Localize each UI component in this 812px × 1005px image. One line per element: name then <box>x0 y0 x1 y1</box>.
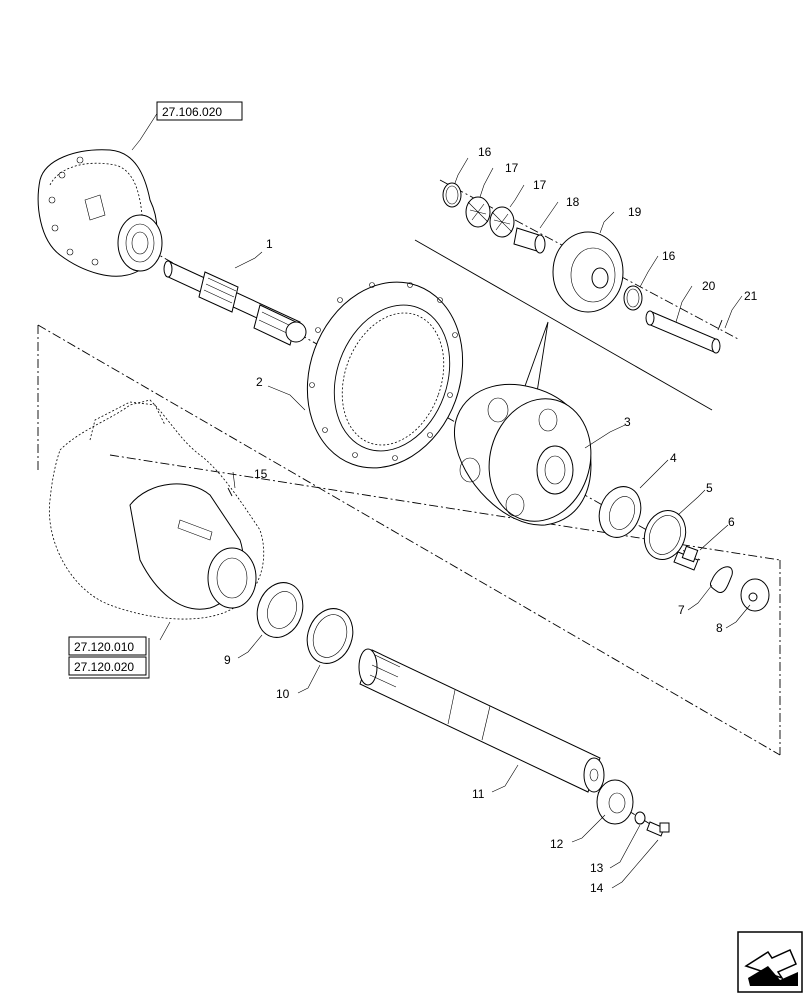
bearing-9 <box>256 582 304 638</box>
bolt-14 <box>646 821 670 837</box>
snap-ring-5 <box>643 510 687 560</box>
callout-6: 6 <box>728 515 735 529</box>
reference-bracket <box>69 638 150 679</box>
callout-7: 7 <box>678 603 685 617</box>
bolt-6 <box>673 545 699 571</box>
callout-9: 9 <box>224 653 231 667</box>
reference-27-106-020[interactable]: 27.106.020 <box>156 101 243 121</box>
planet-group-line <box>414 239 713 411</box>
callout-15: 15 <box>254 467 268 481</box>
output-shaft-11 <box>358 648 605 793</box>
callout-1: 1 <box>266 237 273 251</box>
callout-14: 14 <box>590 881 604 895</box>
needle-bearing-17a <box>465 196 491 228</box>
spacer-18 <box>513 227 546 254</box>
callout-10: 10 <box>276 687 290 701</box>
pin-21 <box>717 319 723 331</box>
callout-20: 20 <box>702 279 716 293</box>
pin-20 <box>645 310 721 354</box>
callout-11: 11 <box>472 787 485 801</box>
end-cap-12 <box>596 779 634 825</box>
ring-10 <box>306 608 354 664</box>
reference-label: 27.120.020 <box>74 660 134 674</box>
callout-16b: 16 <box>662 249 676 263</box>
reference-27-120-010[interactable]: 27.120.010 <box>68 636 147 656</box>
reference-label: 27.120.010 <box>74 640 134 654</box>
callout-17b: 17 <box>533 178 547 192</box>
callout-12: 12 <box>550 837 564 851</box>
washer-13 <box>634 811 646 825</box>
callouts: 1 2 3 4 5 6 7 8 9 10 11 12 13 14 15 16 1… <box>224 145 758 895</box>
callout-3: 3 <box>624 415 631 429</box>
reference-label: 27.106.020 <box>162 105 222 119</box>
callout-17a: 17 <box>505 161 519 175</box>
needle-bearing-17b <box>489 206 515 238</box>
shaft-1 <box>163 260 307 346</box>
callout-13: 13 <box>590 861 604 875</box>
callout-19: 19 <box>628 205 642 219</box>
reference-27-120-020[interactable]: 27.120.020 <box>68 656 147 676</box>
hub-housing <box>37 149 163 277</box>
leader-lines <box>131 111 751 889</box>
washer-8 <box>740 578 770 612</box>
arrow-icon[interactable] <box>737 931 803 993</box>
planet-parts <box>442 182 723 354</box>
callout-4: 4 <box>670 451 677 465</box>
callout-5: 5 <box>706 481 713 495</box>
bearing-4 <box>598 486 642 538</box>
callout-8: 8 <box>716 621 723 635</box>
planet-gear-19 <box>552 231 624 313</box>
callout-21: 21 <box>744 289 758 303</box>
ring-gear-2 <box>306 281 464 469</box>
callout-2: 2 <box>256 375 263 389</box>
callout-16a: 16 <box>478 145 492 159</box>
planet-carrier-3 <box>453 383 592 526</box>
axle-housing <box>48 399 265 620</box>
axis-lines <box>149 179 741 831</box>
callout-18: 18 <box>566 195 580 209</box>
lock-plate-7 <box>709 566 733 594</box>
